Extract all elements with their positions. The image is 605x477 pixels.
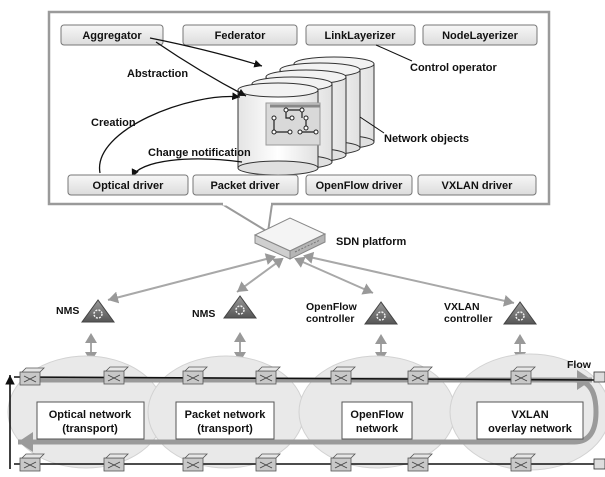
driver-label: Optical driver [93, 180, 165, 192]
abstraction-label: Abstraction [127, 68, 188, 80]
network-objects-pointer [359, 116, 385, 134]
controller-label: NMS [192, 308, 215, 320]
sdn-platform-label: SDN platform [336, 236, 407, 248]
network-label: VXLAN [511, 409, 548, 421]
component-aggregator: Aggregator [60, 24, 164, 46]
topology-icon [265, 102, 321, 146]
switch-icon [407, 366, 433, 385]
control-panel: Aggregator Federator LinkLayerizer NodeL… [47, 10, 551, 234]
sdn-platform-server-icon [253, 217, 327, 260]
switch-icon [19, 367, 45, 386]
creation-label: Creation [91, 117, 136, 129]
network-objects-stack [237, 56, 375, 176]
driver-packet: Packet driver [192, 174, 299, 196]
controller-label: VXLAN [444, 301, 480, 313]
component-federator: Federator [182, 24, 298, 46]
network-label: Optical network [49, 409, 132, 421]
controller-icon [223, 295, 257, 319]
network-label: Packet network [185, 409, 267, 421]
driver-vxlan: VXLAN driver [417, 174, 537, 196]
controller-icon [364, 301, 398, 325]
flow-label: Flow [567, 359, 592, 371]
switch-icons [19, 366, 536, 472]
driver-optical: Optical driver [67, 174, 189, 196]
switch-icon [103, 453, 129, 472]
switch-icon [182, 366, 208, 385]
creation-arrow [99, 92, 241, 174]
control-operator-pointer [375, 44, 413, 62]
network-label-optical: Optical network (transport) [36, 401, 145, 440]
network-label: network [356, 423, 399, 435]
switch-icon [182, 453, 208, 472]
network-label: OpenFlow [350, 409, 404, 421]
controller-icon [81, 299, 115, 323]
abstraction-arrow [155, 41, 247, 97]
host-terminal-icon [593, 371, 605, 383]
controller-label: controller [444, 313, 492, 325]
switch-icon [19, 453, 45, 472]
switch-icon [407, 453, 433, 472]
network-label-packet: Packet network (transport) [175, 401, 275, 440]
controller-label: OpenFlow [306, 301, 358, 313]
driver-label: OpenFlow driver [316, 180, 404, 192]
platform-controller-links [107, 251, 515, 307]
change-notification-label: Change notification [148, 147, 251, 159]
component-label: Aggregator [82, 30, 142, 42]
network-label: (transport) [62, 423, 118, 435]
panel-callout [218, 203, 274, 234]
network-label-openflow: OpenFlow network [341, 401, 413, 440]
component-label: LinkLayerizer [325, 30, 397, 42]
component-nodelayerizer: NodeLayerizer [422, 24, 538, 46]
switch-icon [510, 366, 536, 385]
switch-icon [330, 453, 356, 472]
switch-icon [255, 453, 281, 472]
network-objects-label: Network objects [384, 133, 469, 145]
driver-label: VXLAN driver [442, 180, 514, 192]
switch-icon [103, 366, 129, 385]
network-label-vxlan: VXLAN overlay network [476, 401, 584, 440]
controller-network-links [85, 332, 526, 362]
network-label: overlay network [488, 423, 573, 435]
component-label: Federator [215, 30, 266, 42]
driver-openflow: OpenFlow driver [305, 174, 413, 196]
control-operator-label: Control operator [410, 62, 497, 74]
host-terminal-icon [593, 458, 605, 470]
controller-icon [503, 301, 537, 325]
component-linklayerizer: LinkLayerizer [305, 24, 416, 46]
change-notification-arrow [131, 158, 243, 178]
switch-icon [330, 366, 356, 385]
panel-arrows [99, 37, 413, 178]
component-label: NodeLayerizer [442, 30, 519, 42]
controller-label: NMS [56, 305, 79, 317]
abstraction-arrow [149, 37, 263, 68]
switch-icon [510, 453, 536, 472]
driver-label: Packet driver [210, 180, 280, 192]
switch-icon [255, 366, 281, 385]
network-label: (transport) [197, 423, 253, 435]
controller-label: controller [306, 313, 354, 325]
